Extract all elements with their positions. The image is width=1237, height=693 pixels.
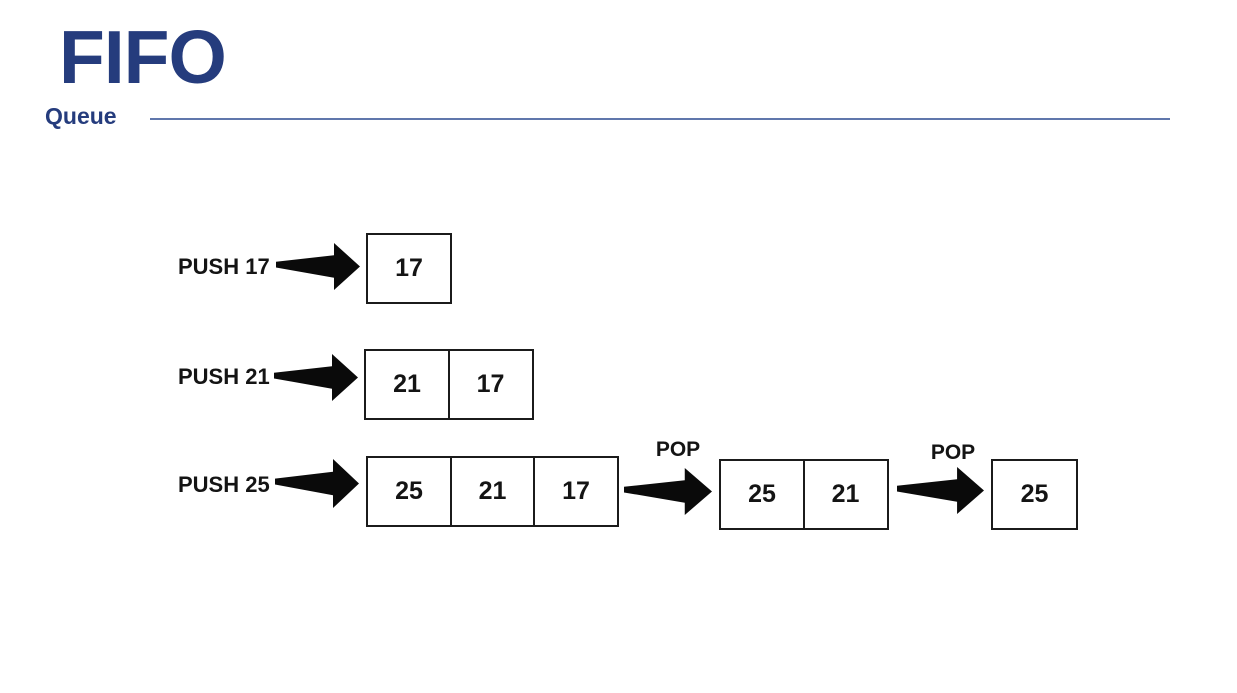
queue-cell: 21 xyxy=(449,456,536,527)
queue-state-after-push-25: 25 21 17 xyxy=(366,456,619,527)
header-divider xyxy=(150,118,1170,120)
queue-cell: 17 xyxy=(366,233,452,304)
push-arrow-icon xyxy=(274,354,358,401)
queue-cell: 21 xyxy=(364,349,450,420)
pop-label: POP xyxy=(655,438,701,461)
queue-state-after-pop-2: 25 xyxy=(991,459,1078,530)
queue-state-after-push-21: 21 17 xyxy=(364,349,534,420)
push-25-label: PUSH 25 xyxy=(178,472,270,497)
queue-cell: 17 xyxy=(447,349,534,420)
queue-cell: 21 xyxy=(802,459,889,530)
queue-cell: 17 xyxy=(533,456,619,527)
queue-cell: 25 xyxy=(719,459,805,530)
push-21-label: PUSH 21 xyxy=(178,364,270,389)
push-17-label: PUSH 17 xyxy=(178,254,270,279)
queue-state-after-push-17: 17 xyxy=(366,233,452,304)
page-title: FIFO xyxy=(59,15,227,99)
pop-arrow-icon xyxy=(624,468,712,515)
queue-cell: 25 xyxy=(366,456,452,527)
push-arrow-icon xyxy=(276,243,360,290)
pop-arrow-icon xyxy=(897,467,984,514)
queue-cell: 25 xyxy=(991,459,1078,530)
page-subtitle: Queue xyxy=(45,103,117,129)
queue-state-after-pop-1: 25 21 xyxy=(719,459,889,530)
pop-label: POP xyxy=(930,441,976,464)
push-arrow-icon xyxy=(275,459,359,508)
